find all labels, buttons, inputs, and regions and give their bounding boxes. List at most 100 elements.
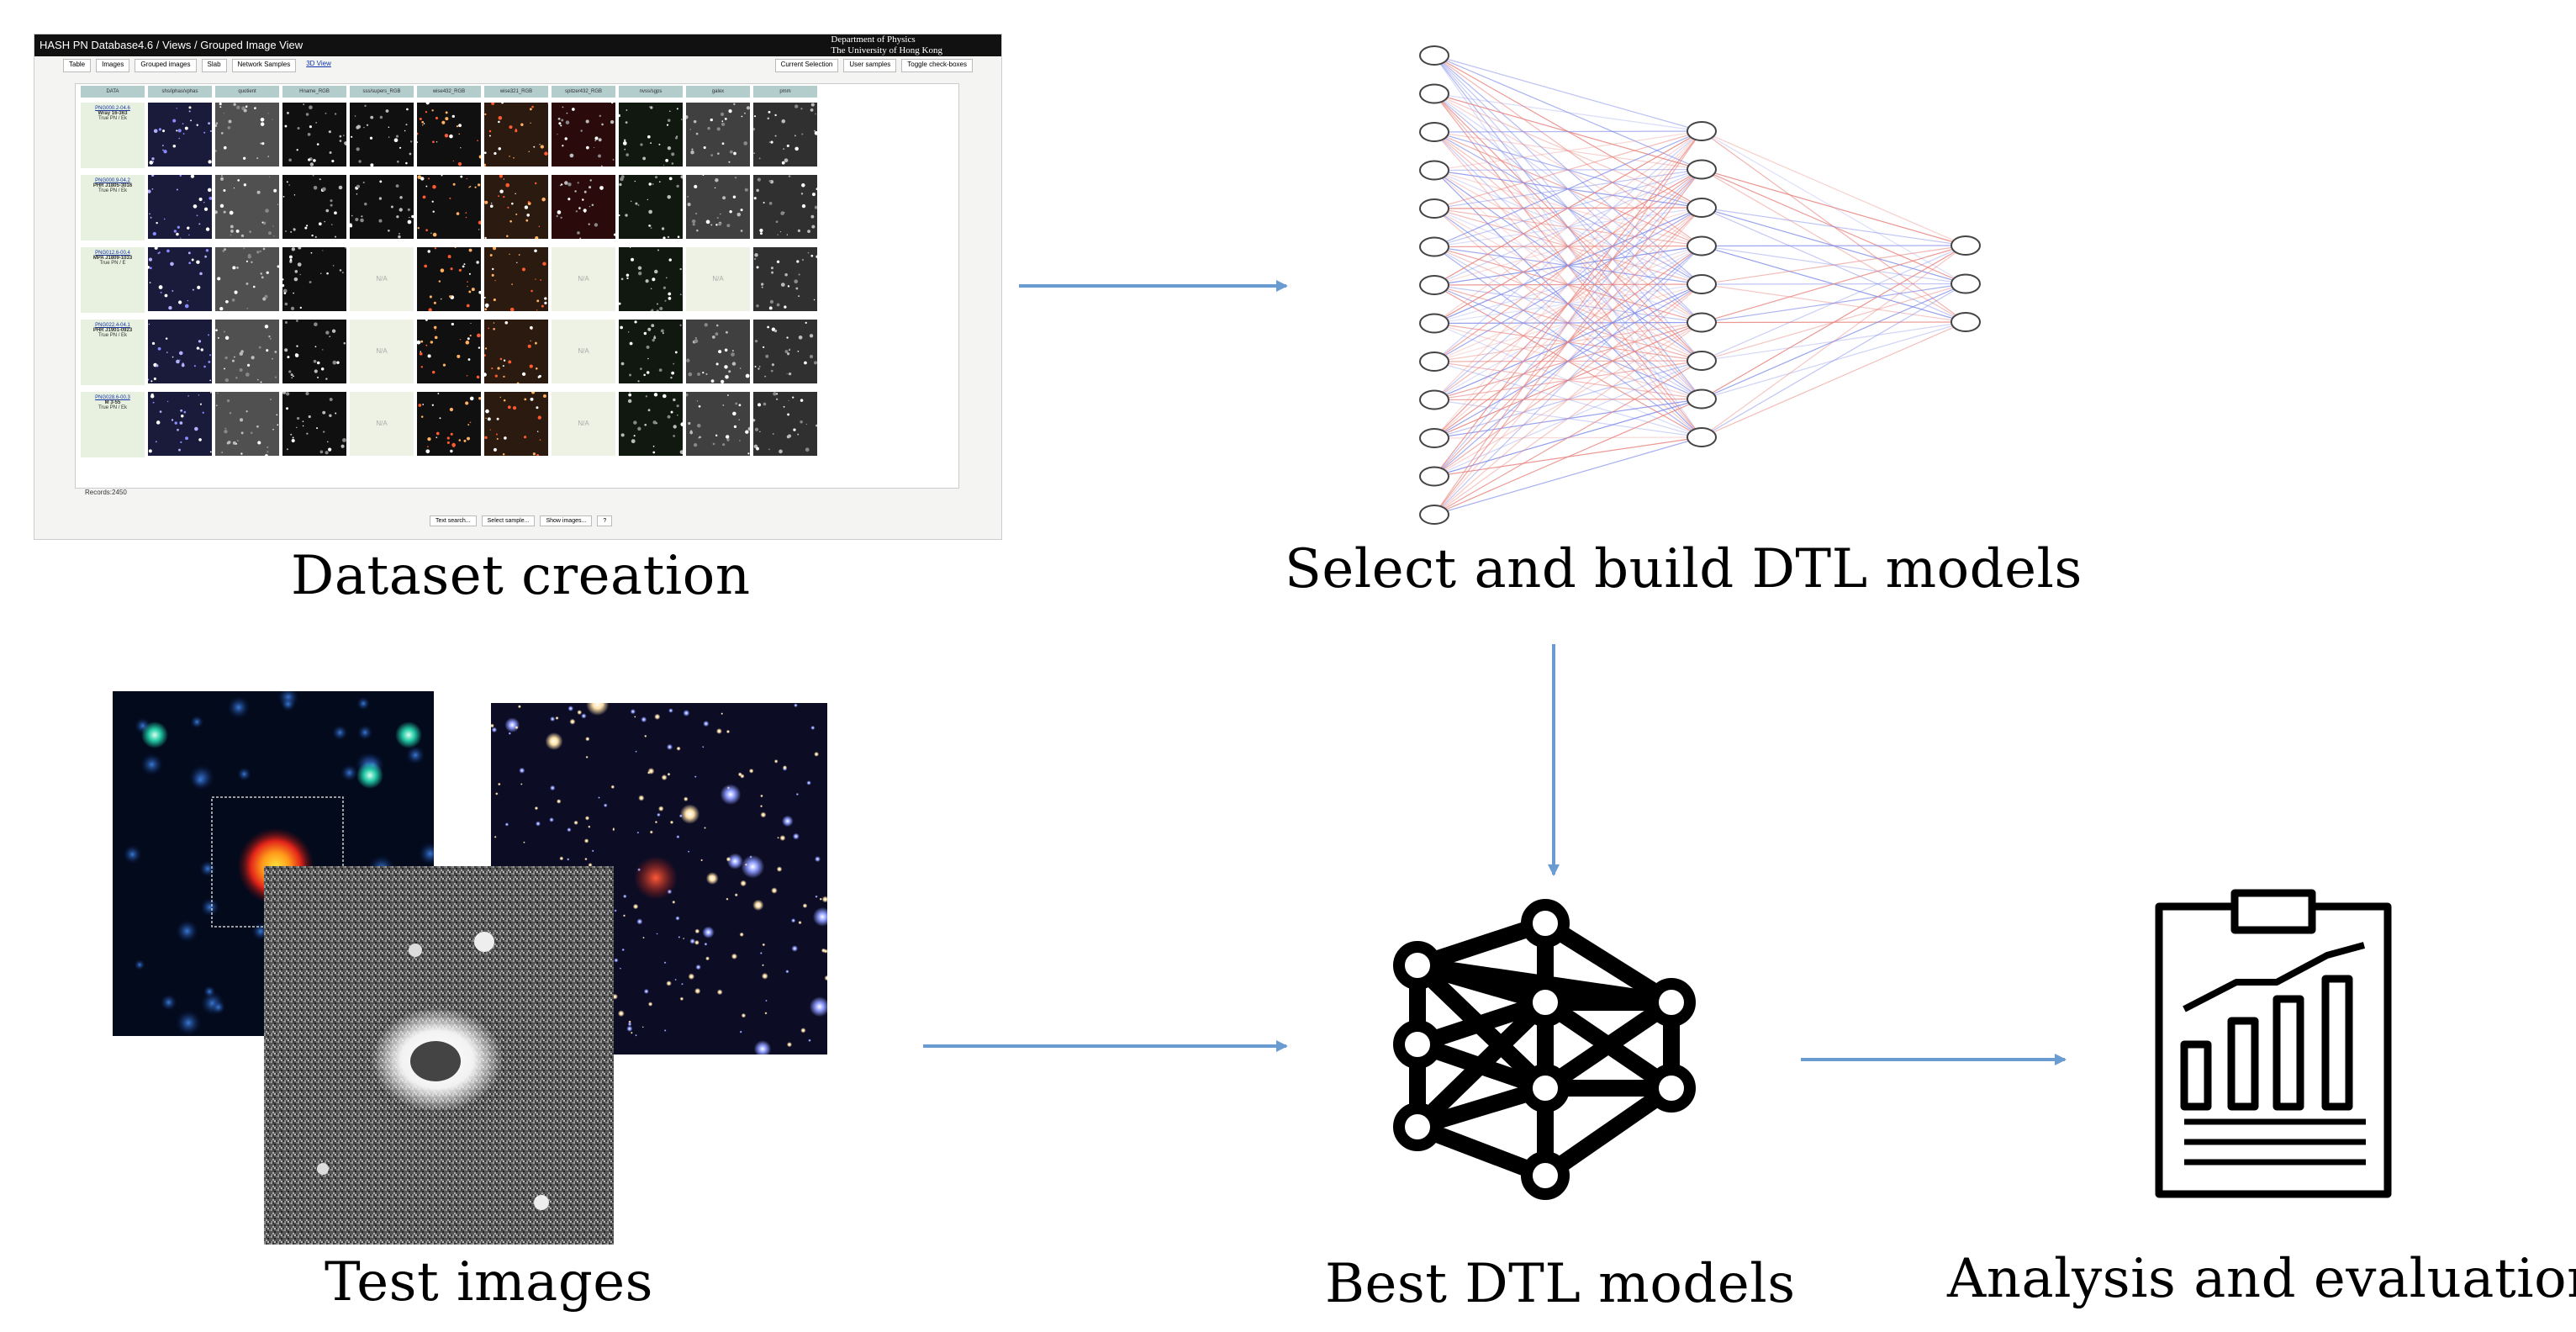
network-edge <box>1433 130 1702 172</box>
column-header[interactable]: Hname_RGB <box>282 86 346 98</box>
view-tabs: Table Images Grouped images Slab Network… <box>34 56 1001 75</box>
icon-link <box>1537 915 1680 1011</box>
image-thumb[interactable] <box>753 103 817 166</box>
pn-name: PHR J1901-0923 <box>92 328 133 333</box>
na-thumb[interactable]: N/A <box>350 320 414 383</box>
image-thumb[interactable] <box>148 103 212 166</box>
image-thumb[interactable] <box>417 320 481 383</box>
image-thumb[interactable] <box>215 103 279 166</box>
tab-toggle-checkboxes[interactable]: Toggle check-boxes <box>901 59 973 72</box>
select-sample-button[interactable]: Select sample... <box>481 515 536 526</box>
help-button[interactable]: ? <box>597 515 613 526</box>
pn-link[interactable]: PNG012.6-00.4 <box>95 251 130 256</box>
image-thumb[interactable] <box>619 103 683 166</box>
image-thumb[interactable] <box>282 320 346 383</box>
network-node <box>1687 121 1717 141</box>
caption-best-models: Best DTL models <box>1325 1253 1796 1315</box>
image-thumb[interactable] <box>753 175 817 239</box>
image-thumb[interactable] <box>215 247 279 311</box>
tab-network-samples[interactable]: Network Samples <box>231 59 297 72</box>
network-node <box>1419 236 1449 257</box>
network-edge <box>1701 283 1966 400</box>
image-thumb[interactable] <box>753 392 817 456</box>
network-edge <box>1701 321 1966 438</box>
image-thumb[interactable] <box>484 103 548 166</box>
halpha-photo <box>264 866 614 1245</box>
image-thumb[interactable] <box>282 392 346 456</box>
na-thumb[interactable]: N/A <box>350 247 414 311</box>
pn-link[interactable]: PNG028.6-00.3 <box>95 395 130 400</box>
pn-link[interactable]: PNG022.4-04.1 <box>95 323 130 328</box>
na-thumb[interactable]: N/A <box>552 392 615 456</box>
image-thumb[interactable] <box>417 247 481 311</box>
image-thumb[interactable] <box>282 175 346 239</box>
image-thumb[interactable] <box>686 175 750 239</box>
pn-link[interactable]: PNG000.2-04.6 <box>95 106 130 111</box>
image-thumb[interactable] <box>686 320 750 383</box>
na-thumb[interactable]: N/A <box>552 320 615 383</box>
icon-node <box>1521 899 1570 948</box>
image-thumb[interactable] <box>484 247 548 311</box>
image-thumb[interactable] <box>215 175 279 239</box>
column-header[interactable]: quotient <box>215 86 279 98</box>
tab-3d-view[interactable]: 3D View <box>306 60 331 67</box>
tab-current-selection[interactable]: Current Selection <box>774 59 839 72</box>
network-edge <box>1433 131 1702 171</box>
tab-user-samples[interactable]: User samples <box>843 59 897 72</box>
image-thumb[interactable] <box>753 320 817 383</box>
image-thumb[interactable] <box>417 103 481 166</box>
image-thumb[interactable] <box>484 392 548 456</box>
image-thumb[interactable] <box>686 103 750 166</box>
icon-node <box>1393 1020 1442 1069</box>
column-header[interactable]: galex <box>686 86 750 98</box>
image-thumb[interactable] <box>484 175 548 239</box>
image-thumb[interactable] <box>753 247 817 311</box>
text-search-button[interactable]: Text search... <box>430 515 477 526</box>
image-thumb[interactable] <box>552 103 615 166</box>
image-thumb[interactable] <box>215 320 279 383</box>
image-thumb[interactable] <box>686 392 750 456</box>
column-header[interactable]: sss/supers_RGB <box>350 86 414 98</box>
network-edge <box>1433 130 1702 477</box>
caption-select-build: Select and build DTL models <box>1285 538 2082 600</box>
tab-slab[interactable]: Slab <box>201 59 227 72</box>
tab-images[interactable]: Images <box>96 59 130 72</box>
image-thumb[interactable] <box>148 320 212 383</box>
tab-grouped-images[interactable]: Grouped images <box>135 59 197 72</box>
image-thumb[interactable] <box>148 175 212 239</box>
column-header[interactable]: wise321_RGB <box>484 86 548 98</box>
image-thumb[interactable] <box>484 320 548 383</box>
image-thumb[interactable] <box>619 320 683 383</box>
image-thumb[interactable] <box>619 247 683 311</box>
column-header[interactable]: shs/iphas/vphas <box>148 86 212 98</box>
column-header[interactable]: pmm <box>753 86 817 98</box>
pn-link[interactable]: PNG000.9-04.2 <box>95 178 130 183</box>
column-header[interactable]: DATA <box>81 86 145 98</box>
tab-table[interactable]: Table <box>63 59 92 72</box>
image-thumb[interactable] <box>148 247 212 311</box>
na-thumb[interactable]: N/A <box>552 247 615 311</box>
image-thumb[interactable] <box>417 175 481 239</box>
pn-status: True PN / Ek <box>98 188 128 193</box>
image-thumb[interactable] <box>282 247 346 311</box>
image-thumb[interactable] <box>417 392 481 456</box>
network-edge <box>1433 360 1702 439</box>
image-thumb[interactable] <box>552 175 615 239</box>
pn-status: True PN / E <box>99 261 126 266</box>
column-header[interactable]: nvss/sgps <box>619 86 683 98</box>
show-images-button[interactable]: Show images... <box>540 515 593 526</box>
na-thumb[interactable]: N/A <box>350 392 414 456</box>
image-thumb[interactable] <box>619 175 683 239</box>
network-edge <box>1701 245 1966 400</box>
image-thumb[interactable] <box>350 175 414 239</box>
na-thumb[interactable]: N/A <box>686 247 750 311</box>
column-header[interactable]: spitzer432_RGB <box>552 86 615 98</box>
column-header[interactable]: wise432_RGB <box>417 86 481 98</box>
image-thumb[interactable] <box>619 392 683 456</box>
image-thumb[interactable] <box>350 103 414 166</box>
image-thumb[interactable] <box>215 392 279 456</box>
image-thumb[interactable] <box>148 392 212 456</box>
image-thumb[interactable] <box>282 103 346 166</box>
